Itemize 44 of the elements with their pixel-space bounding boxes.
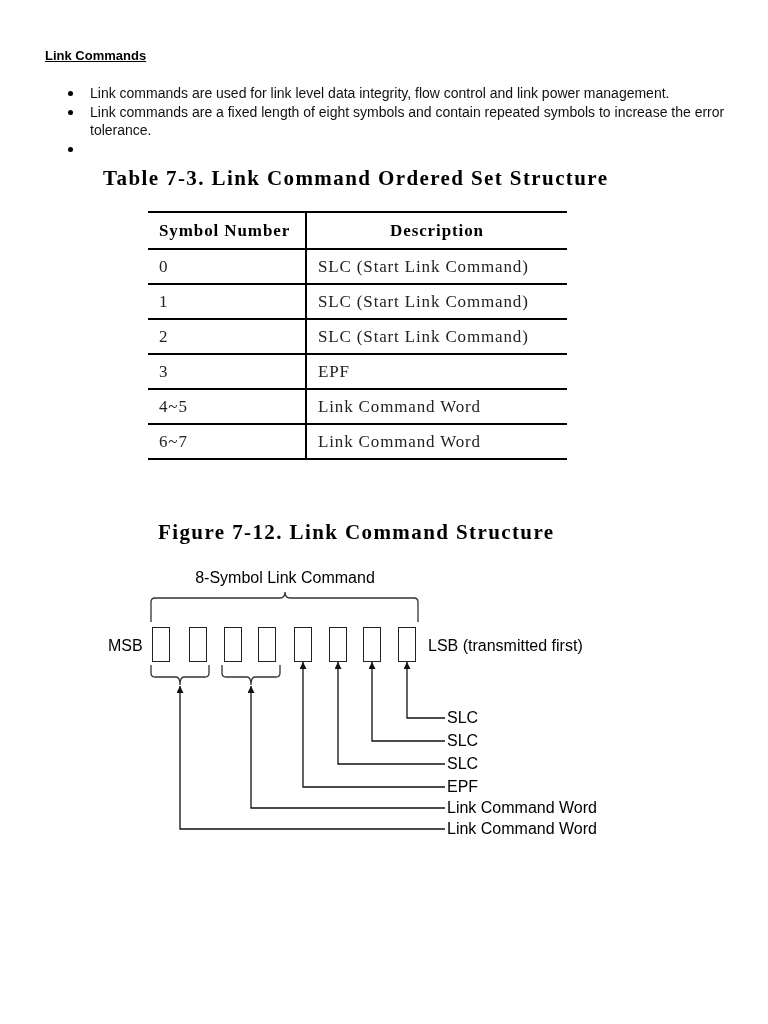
callout-label: Link Command Word	[447, 819, 597, 839]
msb-label: MSB	[108, 636, 143, 656]
page-heading: Link Commands	[45, 47, 147, 65]
table-cell: Link Command Word	[306, 424, 567, 459]
callout-label: Link Command Word	[447, 798, 597, 818]
bracket	[221, 665, 281, 686]
table-cell: SLC (Start Link Command)	[306, 284, 567, 319]
table-cell: EPF	[306, 354, 567, 389]
table-cell: 1	[148, 284, 306, 319]
callout-label: SLC	[447, 708, 479, 728]
bullet-text: Link commands are used for link level data integrity, flow control and link power management.	[90, 84, 670, 103]
table-cell: SLC (Start Link Command)	[306, 319, 567, 354]
bullet-text: Link commands are a fixed length of eight symbols and contain repeated symbols to increase the error tolerance.	[90, 102, 726, 140]
table-cell: 2	[148, 319, 306, 354]
symbol-box	[258, 627, 276, 662]
callout-label: SLC	[447, 754, 479, 774]
symbol-box	[363, 627, 381, 662]
symbol-box	[152, 627, 170, 662]
symbol-box	[398, 627, 416, 662]
brace-label: 8-Symbol Link Command	[195, 569, 375, 587]
table-cell: 3	[148, 354, 306, 389]
leader-arrow	[334, 661, 446, 765]
table-cell: Link Command Word	[306, 389, 567, 424]
lsb-label: LSB (transmitted first)	[428, 636, 583, 656]
table-cell: 4~5	[148, 389, 306, 424]
header-cell: Description	[306, 212, 567, 249]
leader-arrow	[176, 685, 446, 830]
symbol-box	[224, 627, 242, 662]
table-cell: 6~7	[148, 424, 306, 459]
table-caption: Table 7-3. Link Command Ordered Set Structure	[103, 165, 609, 191]
table-cell: 0	[148, 249, 306, 284]
symbol-box	[329, 627, 347, 662]
leader-arrow	[247, 685, 446, 809]
header-cell: Symbol Number	[148, 212, 306, 249]
leader-arrow	[368, 661, 446, 742]
symbol-box	[189, 627, 207, 662]
leader-arrow	[403, 661, 446, 719]
callout-label: SLC	[447, 731, 479, 751]
table-cell: SLC (Start Link Command)	[306, 249, 567, 284]
figure-caption: Figure 7-12. Link Command Structure	[158, 519, 555, 545]
bracket	[150, 665, 210, 686]
symbol-box	[294, 627, 312, 662]
leader-arrow	[299, 661, 446, 788]
callout-label: EPF	[447, 777, 479, 797]
